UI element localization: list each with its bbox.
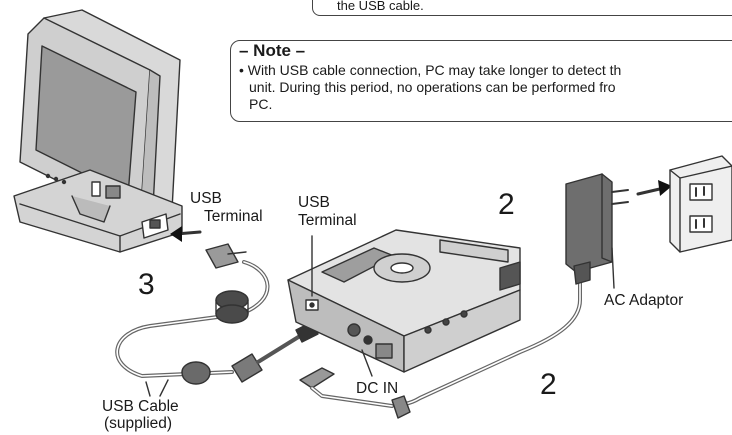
step-number-unit: 2 [498, 188, 515, 221]
label-dc-in: DC IN [356, 380, 399, 397]
label-usb-pc-line-1: USB [190, 190, 222, 207]
step-number-adaptor-cord: 2 [540, 368, 557, 401]
leader-usb-cable-b [159, 379, 169, 397]
insert-arrow-pc [170, 226, 202, 242]
wall-outlet-drawing [669, 155, 732, 253]
label-usb-pc-line-2: Terminal [204, 208, 263, 225]
ac-adaptor-drawing [565, 173, 629, 285]
unit-drawing [287, 229, 521, 373]
label-usb-cable-line-1: USB Cable [102, 398, 179, 415]
previous-instruction-box: the USB cable. [312, 0, 732, 16]
label-usb-unit-line-1: USB [298, 194, 330, 211]
usb-cable-drawing [115, 243, 319, 385]
note-title: – Note – [239, 41, 306, 60]
dc-cable-drawing [299, 276, 582, 419]
leader-dc-in [361, 349, 373, 377]
note-box: – Note – • With USB cable connection, PC… [230, 40, 732, 122]
leader-ac-adaptor [611, 247, 615, 289]
insert-arrow-outlet [636, 180, 672, 196]
monitor-drawing [13, 9, 183, 253]
previous-instruction-text: the USB cable. [337, 0, 424, 13]
label-usb-unit-line-2: Terminal [298, 212, 357, 229]
note-line-2: unit. During this period, no operations … [249, 79, 616, 95]
leader-usb-cable [145, 381, 151, 397]
note-line-1: • With USB cable connection, PC may take… [239, 62, 622, 78]
note-line-3: PC. [249, 96, 273, 112]
step-number-cable: 3 [138, 268, 155, 301]
label-usb-cable-line-2: (supplied) [104, 415, 173, 432]
label-ac-adaptor: AC Adaptor [604, 292, 684, 309]
